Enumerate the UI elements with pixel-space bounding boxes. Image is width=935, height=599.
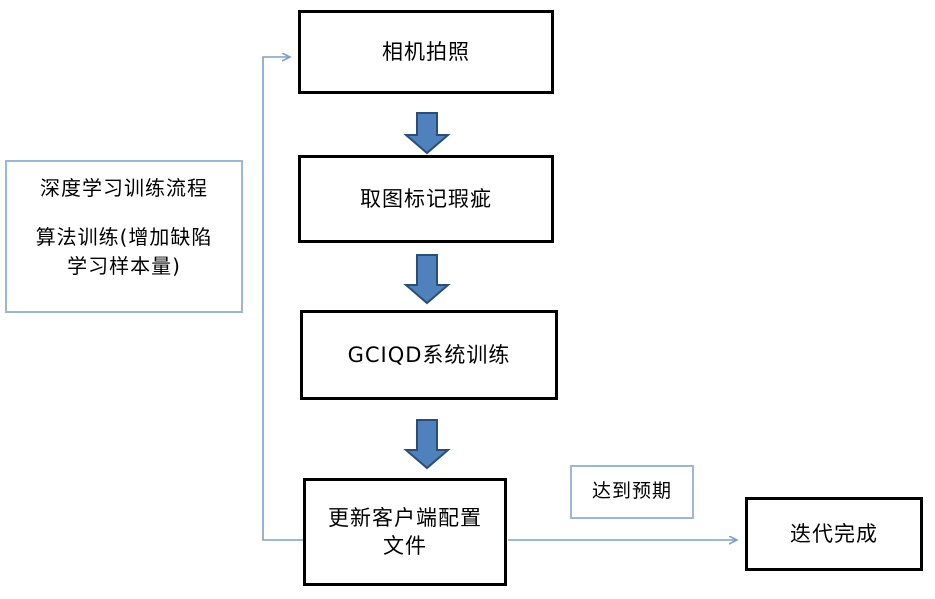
node-gciqd-training: GCIQD系统训练 xyxy=(300,310,558,400)
node-iteration-complete: 迭代完成 xyxy=(745,497,923,571)
node-mark-defects: 取图标记瑕疵 xyxy=(298,155,554,243)
note-training-process-line3: 学习样本量) xyxy=(67,254,181,278)
note-training-process: 深度学习训练流程 算法训练(增加缺陷 学习样本量) xyxy=(5,160,243,313)
node-iteration-complete-label: 迭代完成 xyxy=(790,521,878,546)
node-update-client-config: 更新客户端配置 文件 xyxy=(303,478,507,586)
node-mark-defects-label: 取图标记瑕疵 xyxy=(360,186,492,211)
label-expectation-met-text: 达到预期 xyxy=(591,480,672,503)
node-gciqd-training-label: GCIQD系统训练 xyxy=(347,342,511,367)
node-update-client-config-line1: 更新客户端配置 xyxy=(328,505,482,530)
note-training-process-line1: 深度学习训练流程 xyxy=(40,176,208,200)
node-camera-capture: 相机拍照 xyxy=(298,10,554,94)
down-block-arrow-3 xyxy=(403,419,451,470)
down-block-arrow-2 xyxy=(403,254,451,305)
down-block-arrow-1 xyxy=(403,112,451,155)
node-update-client-config-line2: 文件 xyxy=(383,534,427,558)
label-expectation-met: 达到预期 xyxy=(570,465,694,519)
node-camera-capture-label: 相机拍照 xyxy=(382,39,470,64)
note-training-process-line2: 算法训练(增加缺陷 xyxy=(35,225,213,249)
feedback-connector xyxy=(262,57,303,541)
